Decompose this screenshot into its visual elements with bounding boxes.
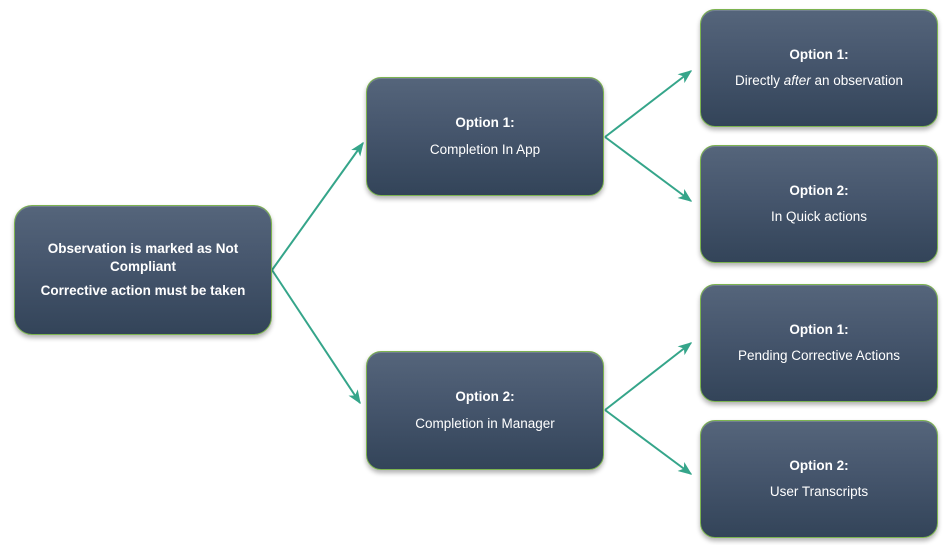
arrow-root-to-manager (271, 269, 361, 405)
node-completion-in-app: Option 1: Completion In App (366, 77, 604, 196)
node-completion-in-app-label: Option 1: (455, 115, 515, 131)
arrow-manager-to-option2 (604, 409, 693, 475)
node-user-transcripts-desc: User Transcripts (769, 484, 869, 499)
node-directly-after-observation: Option 1: Directly after an observation (700, 9, 938, 127)
node-user-transcripts: Option 2: User Transcripts (700, 420, 938, 538)
node-user-transcripts-label: Option 2: (789, 457, 849, 473)
node-pending-corrective-actions: Option 1: Pending Corrective Actions (700, 284, 938, 402)
node-completion-in-manager: Option 2: Completion in Manager (366, 351, 604, 470)
arrow-app-to-option1 (604, 70, 693, 138)
node-pending-corrective-actions-desc: Pending Corrective Actions (737, 348, 901, 363)
arrow-manager-to-option1 (604, 342, 693, 411)
node-root-line1: Observation is marked as Not Compliant (47, 240, 239, 274)
node-directly-after-observation-label: Option 1: (789, 46, 849, 62)
node-root-line2: Corrective action must be taken (40, 283, 246, 299)
node-pending-corrective-actions-label: Option 1: (789, 321, 849, 337)
arrow-root-to-app (271, 141, 364, 271)
node-completion-in-manager-label: Option 2: (455, 389, 515, 405)
node-completion-in-manager-desc: Completion in Manager (415, 415, 555, 431)
arrow-app-to-option2 (604, 136, 693, 202)
desc-suffix: an observation (810, 73, 904, 88)
node-completion-in-app-desc: Completion In App (429, 141, 541, 157)
desc-italic-word: after (783, 73, 811, 88)
node-directly-after-observation-desc: Directly after an observation (735, 72, 903, 90)
desc-prefix: Directly (734, 73, 784, 88)
node-in-quick-actions-label: Option 2: (789, 182, 849, 198)
node-root-not-compliant: Observation is marked as Not Compliant C… (14, 205, 272, 335)
node-in-quick-actions: Option 2: In Quick actions (700, 145, 938, 263)
node-in-quick-actions-desc: In Quick actions (770, 209, 868, 224)
